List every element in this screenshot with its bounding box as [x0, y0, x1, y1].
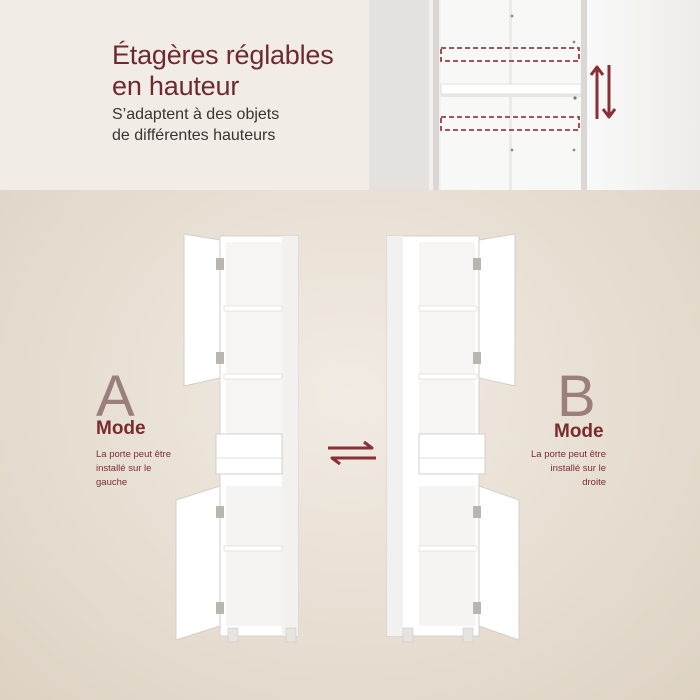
mode-a-label: Mode: [96, 418, 146, 439]
left-right-arrows-icon: [328, 440, 376, 466]
feature-title: Étagères réglables en hauteur: [112, 40, 334, 101]
mode-a-letter: A: [96, 364, 135, 429]
mode-b-note: La porte peut être installé sur le droit…: [531, 449, 606, 488]
cabinet-mode-a: [175, 233, 299, 643]
mode-b-letter: B: [557, 364, 596, 429]
up-down-arrows-icon: [589, 65, 617, 119]
shelf-detail-photo: [369, 0, 700, 190]
feature-subtitle: S’adaptent à des objets de différentes h…: [112, 106, 280, 144]
mode-a-note: La porte peut être installé sur le gauch…: [96, 449, 171, 488]
product-background: [0, 190, 700, 700]
shelf-detail-illustration: [369, 0, 587, 190]
mode-b-label: Mode: [554, 421, 604, 442]
cabinet-mode-b: [386, 233, 520, 643]
